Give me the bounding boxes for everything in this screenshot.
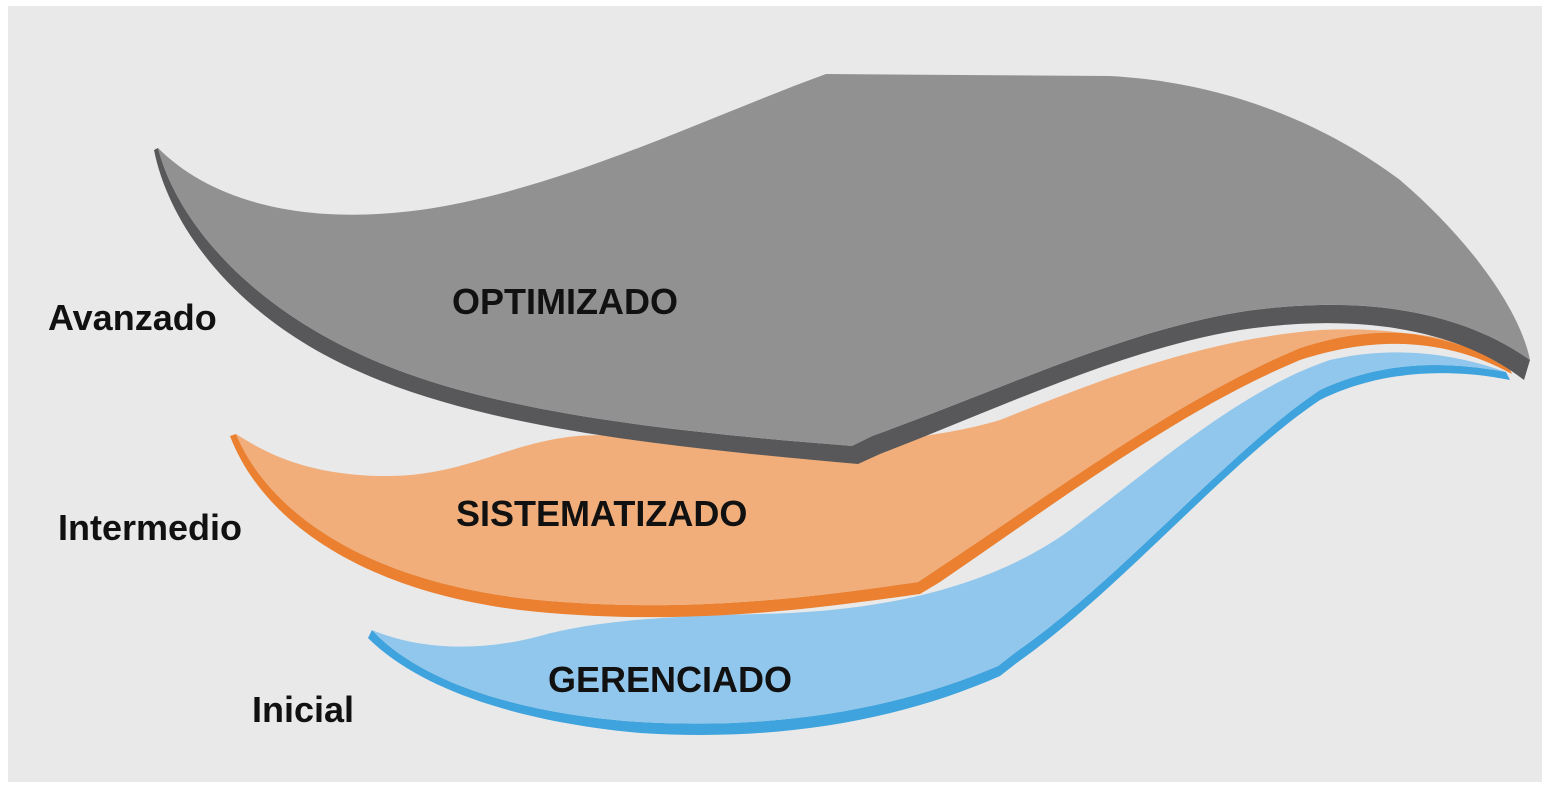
- layer-avanzado-top: [158, 74, 1530, 446]
- layer-avanzado: [154, 74, 1530, 464]
- layer-intermedio-edge: [230, 332, 1512, 618]
- layer-inicial: [368, 352, 1510, 735]
- level-label-avanzado: Avanzado: [48, 297, 217, 338]
- layer-label-gerenciado: GERENCIADO: [548, 659, 792, 700]
- layer-inicial-top: [372, 352, 1506, 724]
- layer-intermedio: [230, 329, 1512, 618]
- level-label-inicial: Inicial: [252, 689, 354, 730]
- layer-intermedio-top: [236, 329, 1508, 606]
- level-label-intermedio: Intermedio: [58, 507, 242, 548]
- layer-label-optimizado: OPTIMIZADO: [452, 281, 678, 322]
- layer-inicial-edge: [368, 365, 1510, 735]
- layer-label-sistematizado: SISTEMATIZADO: [456, 493, 747, 534]
